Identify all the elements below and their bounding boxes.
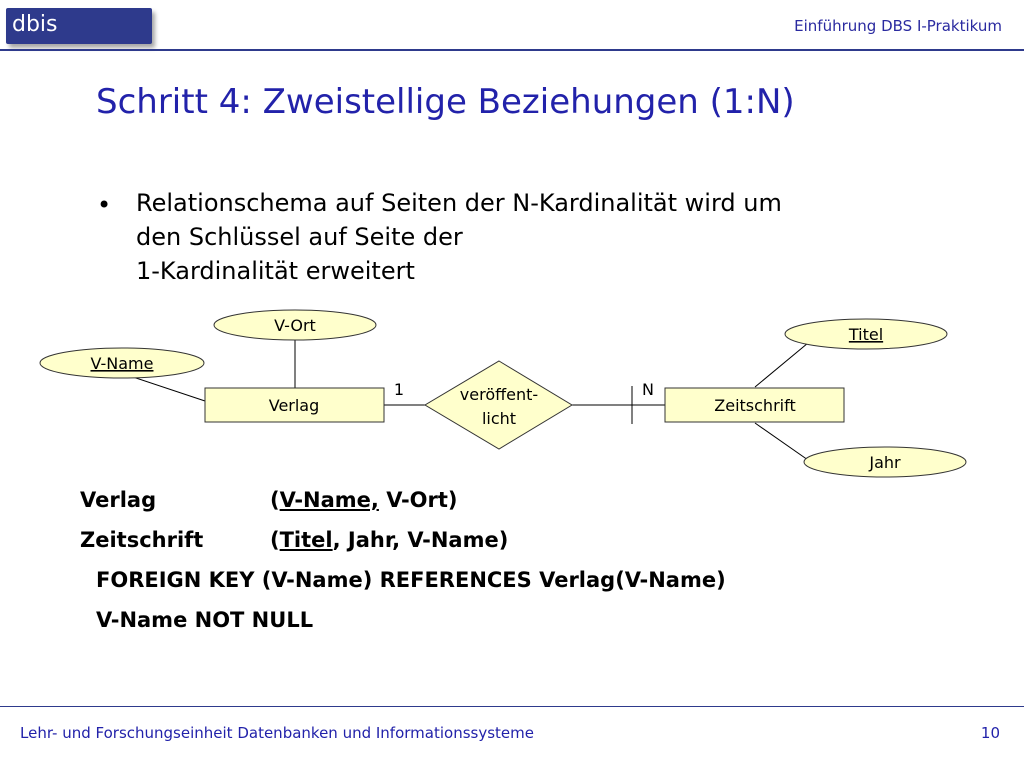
footer-institution: Lehr- und Forschungseinheit Datenbanken … [20, 724, 534, 742]
label-zeitschrift: Zeitschrift [714, 396, 795, 415]
cardinality-left: 1 [394, 380, 404, 399]
schema-verlag-attributes: (V-Name, V-Ort) [270, 488, 458, 512]
course-title: Einführung DBS I-Praktikum [794, 17, 1002, 35]
attribute-jahr [803, 446, 967, 478]
schema-paren: ( [270, 488, 280, 512]
bullet-line: 1-Kardinalität erweitert [136, 257, 415, 285]
label-v-ort: V-Ort [274, 316, 316, 335]
label-relationship-line2: licht [482, 409, 516, 428]
schema-not-null: V-Name NOT NULL [96, 608, 314, 632]
bullet-icon: • [97, 191, 112, 219]
header-divider [0, 49, 1024, 51]
page-number: 10 [980, 724, 1000, 742]
attribute-v-name [39, 347, 205, 379]
schema-rest: V-Ort) [378, 488, 458, 512]
schema-foreign-key: FOREIGN KEY (V-Name) REFERENCES Verlag(V… [96, 568, 726, 592]
label-relationship-line1: veröffent- [460, 385, 538, 404]
bullet-line: Relationschema auf Seiten der N-Kardinal… [136, 189, 782, 217]
relationship-veroeffentlicht [424, 360, 573, 450]
schema-primary-key: Titel [279, 528, 333, 552]
connector-vname-verlag [129, 375, 206, 402]
schema-verlag-name: Verlag [80, 488, 157, 512]
er-diagram: V-Ort V-Name Titel Jahr Verlag Zeitschri… [39, 309, 967, 478]
label-jahr: Jahr [868, 453, 901, 472]
slide-title: Schritt 4: Zweistellige Beziehungen (1:N… [96, 82, 795, 122]
entity-verlag [204, 387, 385, 423]
attribute-titel [784, 318, 948, 350]
logo-text: dbis [12, 12, 58, 37]
schema-zeitschrift-name: Zeitschrift [80, 528, 204, 552]
schema-primary-key: V-Name, [279, 488, 379, 512]
attribute-v-ort [213, 309, 377, 341]
schema-paren: ( [270, 528, 280, 552]
bullet-text: Relationschema auf Seiten der N-Kardinal… [136, 186, 936, 288]
schema-rest: , Jahr, V-Name) [332, 528, 509, 552]
connector-zeitschrift-jahr [754, 422, 809, 461]
label-v-name: V-Name [91, 354, 154, 373]
footer-divider [0, 706, 1024, 707]
bullet-line: den Schlüssel auf Seite der [136, 223, 463, 251]
connector-zeitschrift-titel [754, 342, 809, 388]
label-titel: Titel [848, 325, 883, 344]
schema-zeitschrift-attributes: (Titel, Jahr, V-Name) [270, 528, 508, 552]
dbis-logo: dbis [6, 8, 152, 44]
cardinality-right: N [642, 380, 654, 399]
entity-zeitschrift [664, 387, 845, 423]
label-verlag: Verlag [269, 396, 320, 415]
